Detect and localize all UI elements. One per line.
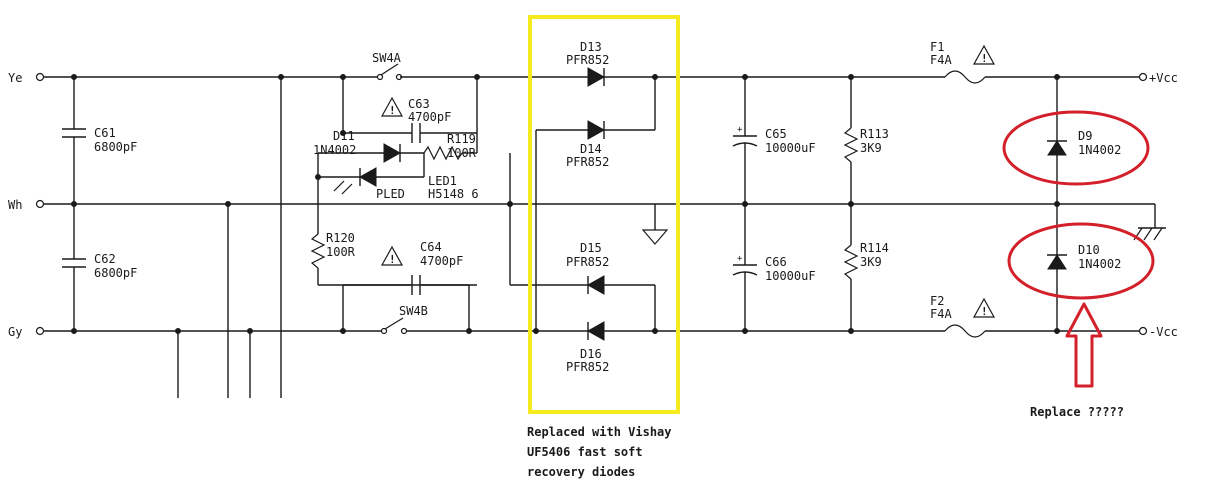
net-label-vcc-pos: +Vcc [1149, 71, 1178, 85]
c65-ref: C65 [765, 127, 787, 141]
svg-text:!: ! [981, 305, 988, 318]
r119-value: 100R [447, 146, 477, 160]
svg-text:!: ! [389, 253, 396, 266]
d11-ref: D11 [333, 129, 355, 143]
f1-value: F4A [930, 53, 952, 67]
net-label-wh: Wh [8, 198, 22, 212]
warning-icon: ! [972, 297, 996, 318]
d16-value: PFR852 [566, 360, 609, 374]
f2-ref: F2 [930, 294, 944, 308]
replaced-note-line-3: recovery diodes [527, 465, 635, 479]
d14-value: PFR852 [566, 155, 609, 169]
diode-d16: D16 PFR852 [566, 321, 609, 374]
r113-value: 3K9 [860, 141, 882, 155]
d10-ref: D10 [1078, 243, 1100, 257]
d11-value: 1N4002 [313, 143, 356, 157]
d9-value: 1N4002 [1078, 143, 1121, 157]
capacitor-c66: + C66 10000uF [732, 204, 816, 331]
warning-icon: ! [972, 44, 996, 65]
d10-highlight-ring [1007, 222, 1155, 300]
switch-sw4b: SW4B [380, 304, 428, 335]
r114-value: 3K9 [860, 255, 882, 269]
c62-ref: C62 [94, 252, 116, 266]
net-terminal-vcc-pos: +Vcc [1138, 71, 1178, 85]
led1-value: H5148 6 [428, 187, 479, 201]
warning-icon: ! [380, 96, 404, 117]
warning-icon: ! [380, 245, 404, 266]
replaced-note-line-1: Replaced with Vishay [527, 425, 672, 439]
net-terminal-ye: Ye [8, 71, 45, 85]
r113-ref: R113 [860, 127, 889, 141]
capacitor-c62: C62 6800pF [62, 204, 137, 331]
capacitor-c64: ! C64 4700pF [342, 240, 470, 331]
fuse-f2: F2 F4A ! [930, 294, 996, 338]
ground-symbol [641, 204, 669, 245]
c61-ref: C61 [94, 126, 116, 140]
c61-value: 6800pF [94, 140, 137, 154]
resistor-r114: R114 3K9 [843, 204, 889, 331]
diode-d14: D14 PFR852 [566, 120, 609, 169]
led-led1: LED1 PLED H5148 6 [315, 153, 479, 230]
chassis-ground-icon [1133, 204, 1166, 241]
c63-value: 4700pF [408, 110, 451, 124]
bridge-highlight-box [528, 15, 680, 414]
fuse-f1: F1 F4A ! [930, 40, 996, 84]
diode-d10: D10 1N4002 [1047, 204, 1121, 331]
d9-highlight-ring [1002, 110, 1150, 186]
diode-d15: D15 PFR852 [566, 241, 609, 295]
diode-d13: D13 PFR852 [566, 40, 609, 87]
f2-value: F4A [930, 307, 952, 321]
c65-value: 10000uF [765, 141, 816, 155]
replace-note: Replace ????? [1030, 405, 1124, 419]
capacitor-c65: + C65 10000uF [732, 77, 816, 204]
replaced-note-line-2: UF5406 fast soft [527, 445, 643, 459]
d15-value: PFR852 [566, 255, 609, 269]
capacitor-c61: C61 6800pF [62, 77, 137, 204]
f1-ref: F1 [930, 40, 944, 54]
c63-d11-network [340, 77, 478, 153]
r119-ref: R119 [447, 132, 476, 146]
led1-pled: PLED [376, 187, 405, 201]
net-terminal-vcc-neg: -Vcc [1138, 325, 1178, 339]
d15-ref: D15 [580, 241, 602, 255]
up-arrow-icon [1065, 302, 1103, 388]
d13-ref: D13 [580, 40, 602, 54]
r120-value: 100R [326, 245, 356, 259]
svg-text:!: ! [389, 104, 396, 117]
capacitor-c63: ! C63 4700pF [380, 96, 451, 124]
net-terminal-wh: Wh [8, 198, 45, 212]
d13-value: PFR852 [566, 53, 609, 67]
c64-ref: C64 [420, 240, 442, 254]
sw4b-ref: SW4B [399, 304, 428, 318]
switch-sw4a: SW4A [372, 51, 403, 81]
svg-text:+: + [737, 254, 743, 264]
r114-ref: R114 [860, 241, 889, 255]
c62-value: 6800pF [94, 266, 137, 280]
led1-ref: LED1 [428, 174, 457, 188]
c64-value: 4700pF [420, 254, 463, 268]
sw4a-ref: SW4A [372, 51, 402, 65]
svg-text:!: ! [981, 52, 988, 65]
resistor-r113: R113 3K9 [843, 77, 889, 204]
net-terminal-gy: Gy [8, 325, 45, 339]
c66-ref: C66 [765, 255, 787, 269]
r120-ref: R120 [326, 231, 355, 245]
d10-value: 1N4002 [1078, 257, 1121, 271]
d9-ref: D9 [1078, 129, 1092, 143]
bridge-wiring [507, 74, 658, 334]
resistor-r119: R119 100R [423, 132, 477, 177]
c66-value: 10000uF [765, 269, 816, 283]
net-label-ye: Ye [8, 71, 22, 85]
c63-ref: C63 [408, 97, 430, 111]
diode-d11: D11 1N4002 [313, 129, 424, 163]
net-label-gy: Gy [8, 325, 22, 339]
svg-text:+: + [737, 125, 743, 135]
d16-ref: D16 [580, 347, 602, 361]
net-label-vcc-neg: -Vcc [1149, 325, 1178, 339]
d14-ref: D14 [580, 142, 602, 156]
